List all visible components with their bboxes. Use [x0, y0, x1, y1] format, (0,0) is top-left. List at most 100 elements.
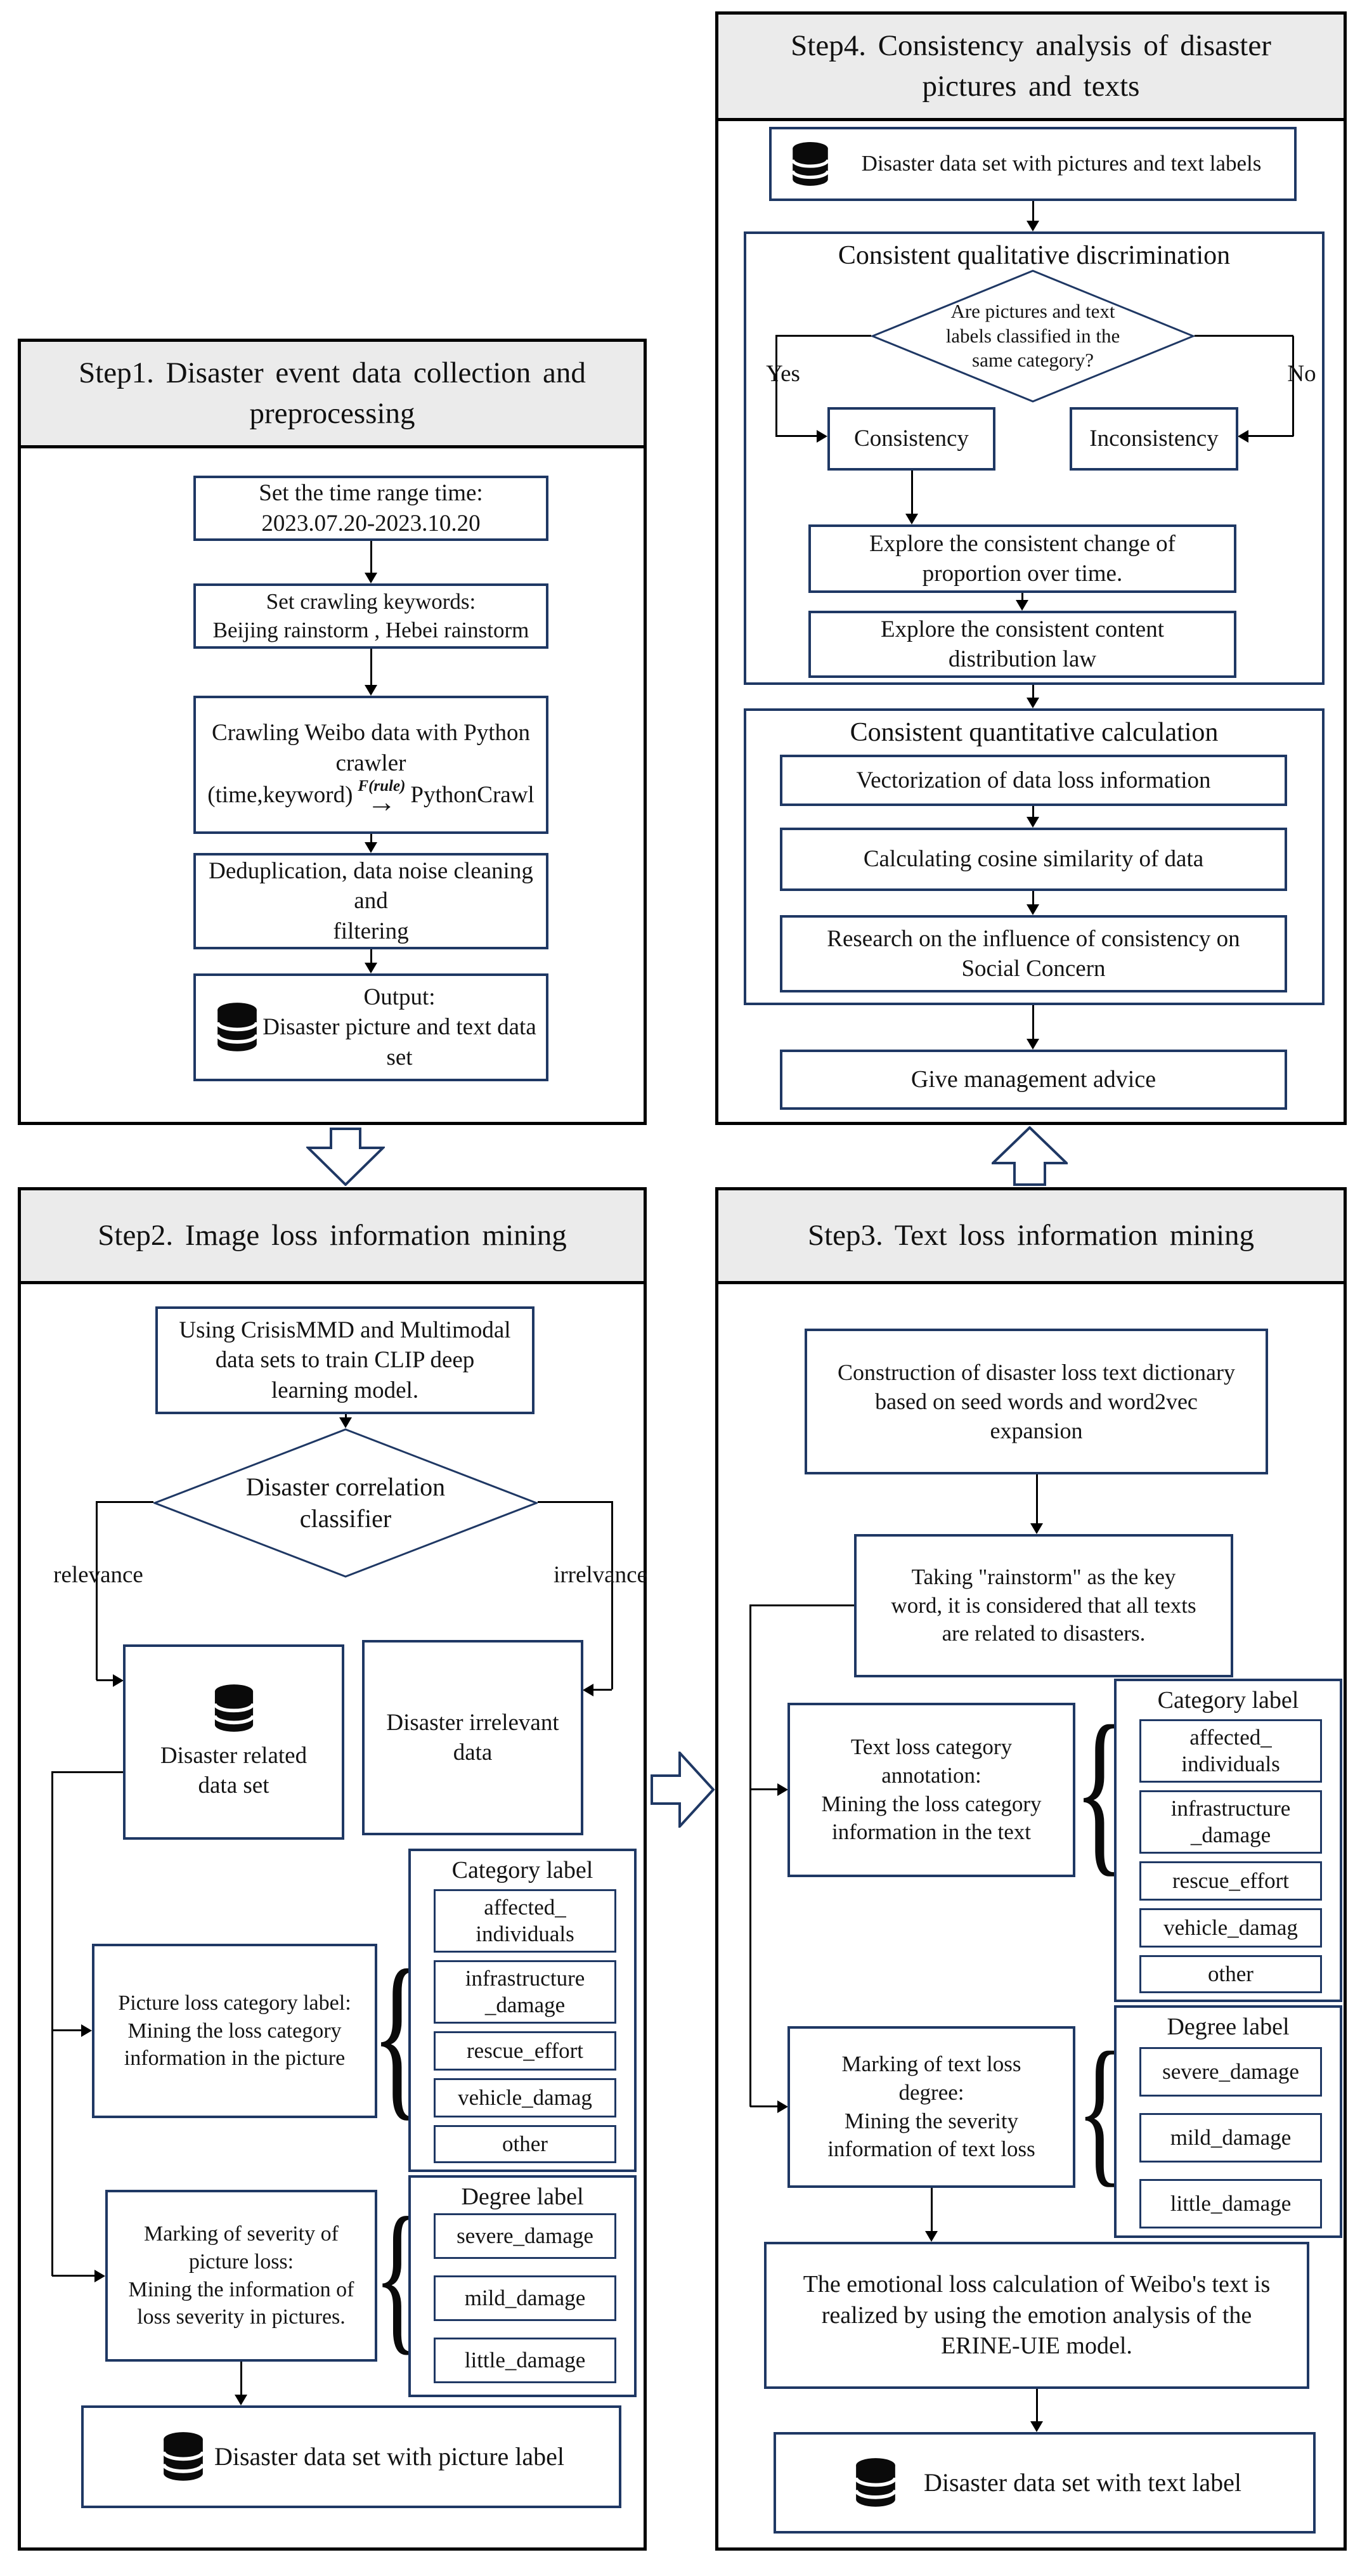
category-item: infrastructure _damage — [434, 1960, 616, 2024]
connector-line — [1036, 2389, 1038, 2421]
label-yes: Yes — [766, 361, 800, 387]
box-cosine: Calculating cosine similarity of data — [780, 828, 1287, 891]
connector-line — [96, 1679, 113, 1681]
connector-line — [1021, 593, 1023, 600]
box-keywords: Set crawling keywords: Beijing rainstorm… — [193, 583, 548, 649]
connector-line — [749, 1604, 751, 2107]
degree-item: severe_damage — [434, 2213, 616, 2259]
arrowhead-down — [1027, 1039, 1039, 1050]
arrowhead-right — [113, 1674, 124, 1687]
connector-line — [96, 1501, 153, 1503]
brace-left: { — [373, 2183, 422, 2369]
arrowhead-down — [905, 514, 918, 524]
connector-line — [1036, 1474, 1038, 1523]
decision-diamond-step2: Disaster correlation classifier — [153, 1428, 538, 1578]
arrowhead-down — [365, 842, 377, 853]
connector-line — [750, 1788, 777, 1790]
degree-label-box-step2: Degree label severe_damage mild_damage l… — [408, 2175, 637, 2397]
connector-line — [370, 834, 372, 842]
box-marking-degree: Marking of text loss degree: Mining the … — [787, 2026, 1075, 2188]
database-icon — [162, 2432, 205, 2481]
diamond-shape — [153, 1428, 538, 1578]
label-relevance: relevance — [53, 1562, 143, 1588]
arrowhead-down — [1027, 904, 1039, 915]
label-irrelevance: irrelvance — [554, 1562, 647, 1588]
big-arrow-up-icon — [992, 1126, 1068, 1186]
box-output-step1: Output: Disaster picture and text data s… — [193, 973, 548, 1081]
big-arrow-right-icon — [651, 1752, 715, 1828]
arrowhead-down — [1016, 600, 1028, 611]
decision-diamond-step2-text: Disaster correlation classifier — [245, 1473, 446, 1533]
box-train-clip: Using CrisisMMD and Multimodal data sets… — [155, 1306, 534, 1414]
box-vectorization: Vectorization of data loss information — [780, 755, 1287, 806]
connector-line — [51, 1771, 53, 2276]
box-taking-rainstorm: Taking "rainstorm" as the key word, it i… — [854, 1534, 1233, 1677]
category-item: other — [434, 2125, 616, 2163]
box-crawling: Crawling Weibo data with Python crawler … — [193, 696, 548, 834]
degree-item: mild_damage — [434, 2275, 616, 2321]
database-icon — [854, 2458, 897, 2507]
crawling-line2: crawler — [335, 750, 406, 776]
category-item: affected_ individuals — [434, 1889, 616, 1953]
panel-step2: Step2. Image loss information mining Usi… — [18, 1187, 647, 2551]
brace-left: { — [1073, 1688, 1127, 1892]
box-severity-marking: Marking of severity of picture loss: Min… — [105, 2190, 377, 2362]
connector-line — [775, 335, 871, 337]
category-item: rescue_effort — [1139, 1861, 1322, 1901]
connector-line — [370, 541, 372, 573]
box-inconsistency: Inconsistency — [1070, 407, 1238, 471]
connector-line — [1292, 336, 1294, 436]
arrowhead-down — [365, 685, 377, 696]
degree-label-title: Degree label — [1167, 2013, 1290, 2040]
connector-line — [538, 1501, 613, 1503]
connector-line — [1032, 1005, 1034, 1039]
formula-left: (time,keyword) — [207, 781, 353, 808]
arrowhead-down — [1027, 221, 1039, 231]
box-output-step2: Disaster data set with picture label — [81, 2405, 621, 2508]
arrowhead-right — [817, 430, 827, 443]
category-item: vehicle_damag — [434, 2078, 616, 2117]
category-item: rescue_effort — [434, 2031, 616, 2071]
connector-line — [52, 2275, 94, 2277]
connector-line — [370, 949, 372, 963]
box-consistency: Consistency — [827, 407, 995, 471]
box-time-range: Set the time range time: 2023.07.20-2023… — [193, 476, 548, 541]
crawling-line1: Crawling Weibo data with Python — [212, 720, 530, 746]
connector-line — [52, 2029, 81, 2031]
box-emotional: The emotional loss calculation of Weibo'… — [764, 2242, 1309, 2389]
connector-line — [1248, 435, 1293, 437]
connector-line — [931, 2188, 933, 2231]
connector-line — [611, 1501, 613, 1689]
box-output-step3-text: Disaster data set with text label — [924, 2468, 1241, 2497]
panel-step4: Step4. Consistency analysis of disaster … — [715, 11, 1347, 1125]
box-explore-content: Explore the consistent content distribut… — [808, 611, 1236, 678]
group-quantitative-title: Consistent quantitative calculation — [850, 718, 1219, 747]
arrowhead-down — [925, 2231, 938, 2242]
connector-line — [52, 1771, 123, 1773]
box-construction: Construction of disaster loss text dicti… — [805, 1329, 1268, 1474]
box-advice: Give management advice — [780, 1050, 1287, 1110]
box-related-dataset-text: Disaster related data set — [160, 1742, 308, 1799]
connector-line — [1195, 335, 1293, 337]
formula-rule-arrow: F(rule) → — [358, 777, 406, 816]
formula-right: PythonCrawl — [410, 781, 534, 808]
box-output-step1-text: Output: Disaster picture and text data s… — [262, 984, 536, 1070]
arrowhead-down — [1030, 1523, 1043, 1534]
arrowhead-right — [81, 2024, 92, 2037]
arrowhead-down — [235, 2395, 247, 2405]
arrowhead-down — [365, 573, 377, 583]
arrowhead-down — [1030, 2421, 1043, 2432]
group-qualitative: Consistent qualitative discrimination — [744, 231, 1325, 685]
brace-left: { — [371, 1932, 424, 2136]
degree-item: severe_damage — [1139, 2047, 1322, 2097]
connector-line — [1032, 201, 1034, 221]
category-item: affected_ individuals — [1139, 1719, 1322, 1783]
group-quantitative: Consistent quantitative calculation — [744, 708, 1325, 1005]
formula-over: F(rule) — [358, 777, 406, 795]
arrowhead-down — [1027, 817, 1039, 828]
panel-step1: Step1. Disaster event data collection an… — [18, 339, 647, 1125]
connector-line — [345, 1414, 347, 1417]
panel-step3-title: Step3. Text loss information mining — [718, 1190, 1344, 1284]
box-explore-change: Explore the consistent change of proport… — [808, 524, 1236, 593]
connector-line — [750, 1604, 854, 1606]
